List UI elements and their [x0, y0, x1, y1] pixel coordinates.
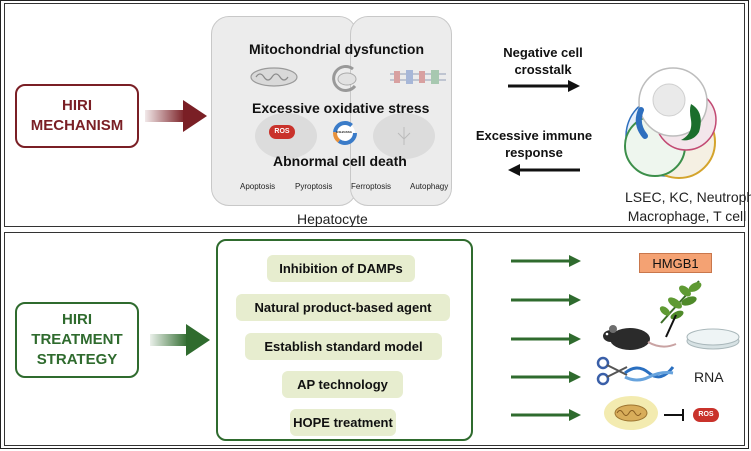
crosstalk-arrow-right: [508, 80, 580, 92]
arrow-natural-product: [511, 294, 581, 306]
gsh-gssg-label: GSH/GSSG: [336, 130, 353, 134]
arrow-hope: [511, 409, 581, 421]
strategy-standard-model: Establish standard model: [245, 333, 442, 360]
damaged-mitochondria-icon: [332, 64, 357, 92]
petri-dish-icon: [686, 328, 740, 350]
treatment-label-line2: TREATMENT: [31, 331, 123, 348]
mouse-model-icon: [603, 325, 677, 350]
negative-crosstalk-label: Negative cell crosstalk: [503, 45, 583, 77]
death-type-pyroptosis: Pyroptosis: [295, 182, 333, 191]
arrow-ap-technology: [511, 371, 581, 383]
mitochondria-icon: [250, 67, 298, 87]
treatment-panel: HIRI TREATMENT STRATEGY Inhibition of DA…: [4, 232, 745, 446]
cell-death-title: Abnormal cell death: [273, 153, 407, 169]
strategy-ap-technology: AP technology: [282, 371, 403, 398]
hepatocyte-caption: Hepatocyte: [297, 211, 368, 227]
arrow-damps: [511, 255, 581, 267]
mechanism-panel: HIRI MECHANISM Mitochondrial dysfunction…: [4, 3, 751, 227]
rna-label: RNA: [694, 369, 724, 385]
immune-cells-caption: LSEC, KC, Neutrophil, Macrophage, T cell: [625, 189, 751, 224]
hiri-treatment-label: HIRI TREATMENT STRATEGY: [15, 302, 139, 378]
mechanism-label-line1: HIRI: [62, 97, 92, 114]
hiri-mechanism-label: HIRI MECHANISM: [15, 84, 139, 148]
death-type-autophagy: Autophagy: [410, 182, 449, 191]
inhibit-ros-symbol: [664, 409, 684, 421]
inhibit-line: [665, 314, 677, 338]
scissors-rna-icon: [596, 356, 675, 386]
oxidative-stress-title: Excessive oxidative stress: [252, 100, 430, 116]
arrow-standard-model: [511, 333, 581, 345]
treatment-arrow: [150, 324, 210, 356]
gsh-gssg-cycle-icon: [333, 121, 357, 145]
strategy-hope-treatment: HOPE treatment: [290, 409, 396, 436]
protected-mitochondria-icon: [604, 396, 658, 430]
strategy-inhibition-damps: Inhibition of DAMPs: [267, 255, 415, 282]
nucleus-right: [373, 113, 435, 159]
hepatocyte-cell-left: [211, 16, 357, 206]
death-type-apoptosis: Apoptosis: [240, 182, 276, 191]
mitochondrial-dysfunction-title: Mitochondrial dysfunction: [249, 41, 424, 57]
immune-cell-cluster-icon: [624, 67, 717, 179]
immune-arrow-left: [508, 164, 580, 176]
mechanism-label-line2: MECHANISM: [30, 117, 124, 134]
herb-plant-icon: [659, 280, 702, 324]
hepatocyte-cell-right: [350, 16, 452, 206]
strategy-list-box: Inhibition of DAMPs Natural product-base…: [216, 239, 473, 441]
immune-response-label: Excessive immune response: [475, 128, 593, 160]
ros-treatment-badge: ROS: [693, 408, 719, 422]
hmgb1-label: HMGB1: [639, 253, 712, 273]
ros-badge: ROS: [269, 125, 295, 139]
electron-transport-chain-icon: [390, 70, 446, 84]
death-type-ferroptosis: Ferroptosis: [351, 182, 392, 191]
treatment-label-line3: STRATEGY: [36, 351, 118, 368]
mechanism-arrow: [145, 100, 207, 132]
strategy-natural-product: Natural product-based agent: [236, 294, 450, 321]
treatment-label-line1: HIRI: [61, 311, 92, 328]
